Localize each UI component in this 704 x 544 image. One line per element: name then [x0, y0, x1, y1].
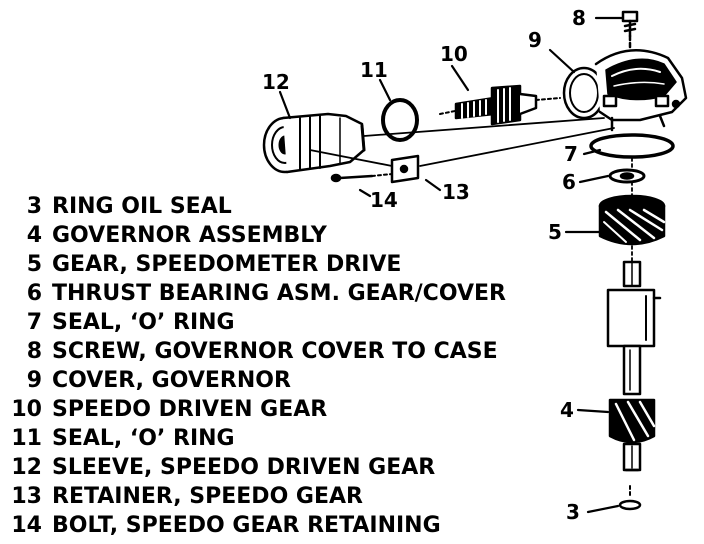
- legend-text: GEAR, SPEEDOMETER DRIVE: [52, 252, 402, 277]
- legend-number: 13: [11, 484, 42, 509]
- callout-14: 14: [370, 188, 398, 212]
- legend-text: RETAINER, SPEEDO GEAR: [52, 484, 363, 509]
- callout-5: 5: [548, 220, 562, 244]
- legend-item: 6 THRUST BEARING ASM. GEAR/COVER: [8, 279, 568, 308]
- screw-part: [621, 10, 639, 52]
- legend-text: SEAL, ‘O’ RING: [52, 426, 235, 451]
- legend-text: SEAL, ‘O’ RING: [52, 310, 235, 335]
- callout-13: 13: [442, 180, 470, 204]
- callout-11: 11: [360, 58, 388, 82]
- legend-item: 7 SEAL, ‘O’ RING: [8, 308, 568, 337]
- legend-text: SCREW, GOVERNOR COVER TO CASE: [52, 339, 498, 364]
- legend-number: 10: [11, 397, 42, 422]
- leader-lines: [278, 16, 624, 514]
- speedo-driven-gear-part: [439, 84, 561, 126]
- sleeve-part: [262, 112, 366, 174]
- legend-item: 13 RETAINER, SPEEDO GEAR: [8, 482, 568, 511]
- legend-item: 8 SCREW, GOVERNOR COVER TO CASE: [8, 337, 568, 366]
- legend-number: 7: [26, 310, 42, 335]
- retainer-part: [390, 154, 420, 184]
- legend-item: 11 SEAL, ‘O’ RING: [8, 424, 568, 453]
- o-ring-11-part: [381, 98, 419, 142]
- bolt-part: [330, 173, 393, 183]
- callout-8: 8: [572, 6, 586, 30]
- legend-number: 9: [26, 368, 42, 393]
- legend-item: 5 GEAR, SPEEDOMETER DRIVE: [8, 250, 568, 279]
- speedo-drive-gear-part: [598, 194, 666, 246]
- legend-text: GOVERNOR ASSEMBLY: [52, 223, 327, 248]
- legend-text: BOLT, SPEEDO GEAR RETAINING: [52, 513, 441, 538]
- legend-number: 4: [26, 223, 42, 248]
- callout-4: 4: [560, 398, 574, 422]
- legend-text: SPEEDO DRIVEN GEAR: [52, 397, 328, 422]
- legend-item: 9 COVER, GOVERNOR: [8, 366, 568, 395]
- legend-item: 3 RING OIL SEAL: [8, 192, 568, 221]
- callout-9: 9: [528, 28, 542, 52]
- ring-oil-seal-part: [618, 485, 642, 511]
- legend-number: 8: [26, 339, 42, 364]
- legend-item: 10 SPEEDO DRIVEN GEAR: [8, 395, 568, 424]
- legend-number: 5: [26, 252, 42, 277]
- thrust-bearing-part: [608, 168, 646, 184]
- legend-text: RING OIL SEAL: [52, 194, 232, 219]
- legend-text: THRUST BEARING ASM. GEAR/COVER: [52, 281, 506, 306]
- legend-item: 12 SLEEVE, SPEEDO DRIVEN GEAR: [8, 453, 568, 482]
- callout-12: 12: [262, 70, 290, 94]
- callout-3: 3: [566, 500, 580, 524]
- legend-number: 14: [11, 513, 42, 538]
- governor-assembly-part: [606, 260, 662, 472]
- legend-number: 11: [11, 426, 42, 451]
- legend-text: COVER, GOVERNOR: [52, 368, 291, 393]
- legend-item: 14 BOLT, SPEEDO GEAR RETAINING: [8, 511, 568, 540]
- assembly-lines: [309, 117, 633, 263]
- callout-10: 10: [440, 42, 468, 66]
- o-ring-7-part: [589, 133, 675, 159]
- callout-7: 7: [564, 142, 578, 166]
- callout-6: 6: [562, 170, 576, 194]
- governor-cover-part: [562, 49, 688, 132]
- legend-text: SLEEVE, SPEEDO DRIVEN GEAR: [52, 455, 436, 480]
- legend-item: 4 GOVERNOR ASSEMBLY: [8, 221, 568, 250]
- legend-number: 12: [11, 455, 42, 480]
- legend-number: 3: [26, 194, 42, 219]
- legend-number: 6: [26, 281, 42, 306]
